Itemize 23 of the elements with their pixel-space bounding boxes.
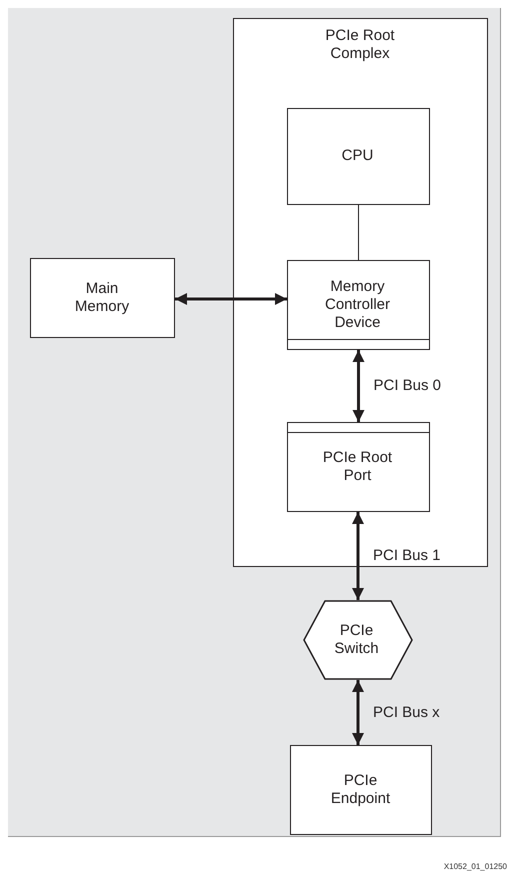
arrow: [352, 350, 364, 422]
node-label: PCIe Root Complex: [324, 27, 396, 63]
arrow: [352, 680, 364, 745]
figure-id: X1052_01_01250: [444, 862, 507, 871]
process-box: [286, 260, 430, 350]
node-label: Memory Controller Device: [324, 278, 392, 332]
arrow: [175, 293, 287, 305]
process-box: [30, 258, 175, 338]
process-box: [286, 108, 430, 204]
edge-label: PCI Bus x: [373, 704, 440, 720]
root-complex-box: [233, 18, 488, 567]
switch-hexagon: [303, 600, 413, 680]
node-label: CPU: [340, 147, 374, 165]
node-label: PCIe Endpoint: [330, 772, 392, 808]
edge-label: PCI Bus 1: [373, 547, 441, 564]
node-label: PCIe Switch: [333, 622, 380, 658]
edge-label: PCI Bus 0: [374, 377, 442, 394]
process-box: [290, 745, 432, 835]
arrow: [352, 512, 364, 600]
node-label: Main Memory: [74, 280, 130, 316]
node-label: PCIe Root Port: [322, 448, 394, 484]
connector-line: [358, 204, 359, 260]
process-box: [286, 422, 430, 512]
